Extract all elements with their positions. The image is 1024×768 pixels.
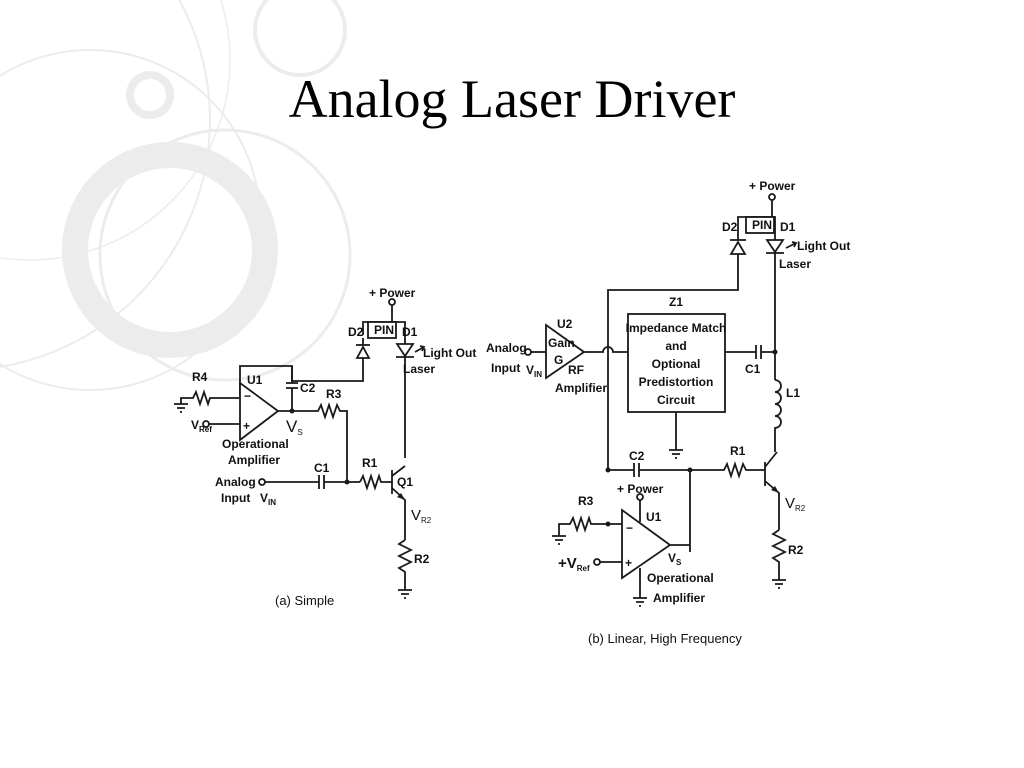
a-opamp-label-line2: Amplifier — [228, 453, 280, 467]
figure-b-linear-high-frequency: + Power PIN D2 D1 Light Out Laser Z1 Imp… — [486, 179, 850, 646]
b-rf-label-line1: RF — [568, 363, 584, 377]
a-vin-label: VIN — [260, 491, 276, 507]
b-u1-opamp — [621, 508, 672, 580]
a-analog-label-line2: Input — [221, 491, 250, 505]
a-d1-laser-diode — [395, 330, 426, 458]
a-r4-label: R4 — [192, 370, 208, 384]
a-u1-opamp — [239, 381, 280, 442]
b-power-mid-label: + Power — [617, 482, 664, 496]
b-gain-label: Gain — [548, 336, 575, 350]
a-analog-label-line1: Analog — [215, 475, 256, 489]
a-r3-label: R3 — [326, 387, 342, 401]
b-r3-label: R3 — [578, 494, 594, 508]
b-vref-label: +VRef — [558, 555, 590, 573]
a-caption: (a) Simple — [275, 593, 334, 608]
b-d2-photodiode — [607, 232, 747, 470]
b-d1-label: D1 — [780, 220, 796, 234]
b-z1-label: Z1 — [669, 295, 683, 309]
a-opamp-label-line1: Operational — [222, 437, 289, 451]
b-g-label: G — [554, 353, 563, 367]
b-l1-inductor — [774, 379, 782, 452]
a-laser-label: Laser — [403, 362, 435, 376]
figure-a-simple: + Power PIN D2 D1 Light Out Laser R4 U1 — [174, 286, 476, 608]
b-analog-label-line1: Analog — [486, 341, 527, 355]
b-c1-label: C1 — [745, 362, 761, 376]
b-pin-label: PIN — [752, 218, 772, 232]
b-u1-label: U1 — [646, 510, 662, 524]
a-power-label: + Power — [369, 286, 416, 300]
a-minus-sign: − — [244, 389, 251, 403]
a-c1-label: C1 — [314, 461, 330, 475]
b-z1-line5: Circuit — [657, 393, 695, 407]
b-minus-sign: − — [626, 521, 633, 535]
a-d2-photodiode — [355, 338, 371, 368]
a-vr2-label: VR2 — [411, 507, 432, 525]
b-z1-line3: Optional — [652, 357, 701, 371]
b-plus-sign: + — [625, 556, 632, 570]
a-vref-label: VRef — [191, 418, 212, 434]
b-vs-label: VS — [668, 551, 682, 567]
b-z1-line4: Predistortion — [639, 375, 714, 389]
b-opamp-label-line1: Operational — [647, 571, 714, 585]
a-q1-transistor — [391, 465, 406, 540]
a-q1-label: Q1 — [397, 475, 413, 489]
a-pin-box — [367, 321, 397, 339]
b-u2-label: U2 — [557, 317, 573, 331]
b-r1-label: R1 — [730, 444, 746, 458]
a-r2-label: R2 — [414, 552, 430, 566]
b-caption: (b) Linear, High Frequency — [588, 631, 742, 646]
b-opamp-label-line2: Amplifier — [653, 591, 705, 605]
a-d1-label: D1 — [402, 325, 418, 339]
a-light-out-label: Light Out — [423, 346, 476, 360]
b-c2-label: C2 — [629, 449, 645, 463]
b-d2-label: D2 — [722, 220, 738, 234]
b-z1-line2: and — [665, 339, 686, 353]
a-vs-label: VS — [286, 417, 303, 437]
slide-title: Analog Laser Driver — [288, 69, 736, 129]
a-r1-label: R1 — [362, 456, 378, 470]
a-d2-label: D2 — [348, 325, 364, 339]
b-light-out-label: Light Out — [797, 239, 850, 253]
a-pin-label: PIN — [374, 323, 394, 337]
b-q-transistor — [764, 451, 780, 530]
b-laser-label: Laser — [779, 257, 811, 271]
b-l1-label: L1 — [786, 386, 800, 400]
b-rf-label-line2: Amplifier — [555, 381, 607, 395]
a-plus-sign: + — [243, 419, 250, 433]
b-pin-box — [745, 216, 775, 234]
b-d1-laser-diode — [765, 239, 798, 380]
b-power-top-label: + Power — [749, 179, 796, 193]
a-u1-label: U1 — [247, 373, 263, 387]
b-z1-line1: Impedance Match — [626, 321, 727, 335]
a-c2-label: C2 — [300, 381, 316, 395]
b-vin-label: VIN — [526, 363, 542, 379]
b-vr2-label: VR2 — [785, 495, 806, 513]
b-r2-label: R2 — [788, 543, 804, 557]
b-analog-label-line2: Input — [491, 361, 520, 375]
